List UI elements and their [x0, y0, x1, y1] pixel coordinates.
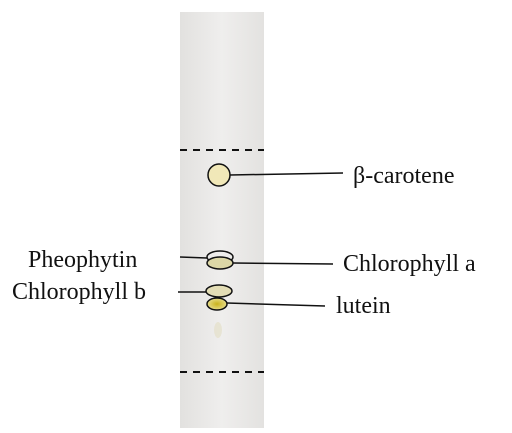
chlorophyll-b-label: Chlorophyll b — [12, 279, 146, 305]
residue-smear — [214, 322, 222, 338]
chlorophyll-a-label: Chlorophyll a — [343, 251, 476, 277]
beta-carotene-spot — [208, 164, 230, 186]
pheophytin-leader — [180, 257, 207, 258]
lutein-spot — [207, 298, 227, 310]
lutein-label: lutein — [336, 293, 391, 319]
paper-strip — [180, 12, 264, 428]
beta-carotene-label: β-carotene — [353, 163, 454, 189]
pheophytin-label: Pheophytin — [28, 247, 137, 273]
chlorophyll-a-spot — [207, 257, 233, 269]
chlorophyll-a-leader — [233, 263, 333, 264]
chlorophyll-b-spot — [206, 285, 232, 297]
